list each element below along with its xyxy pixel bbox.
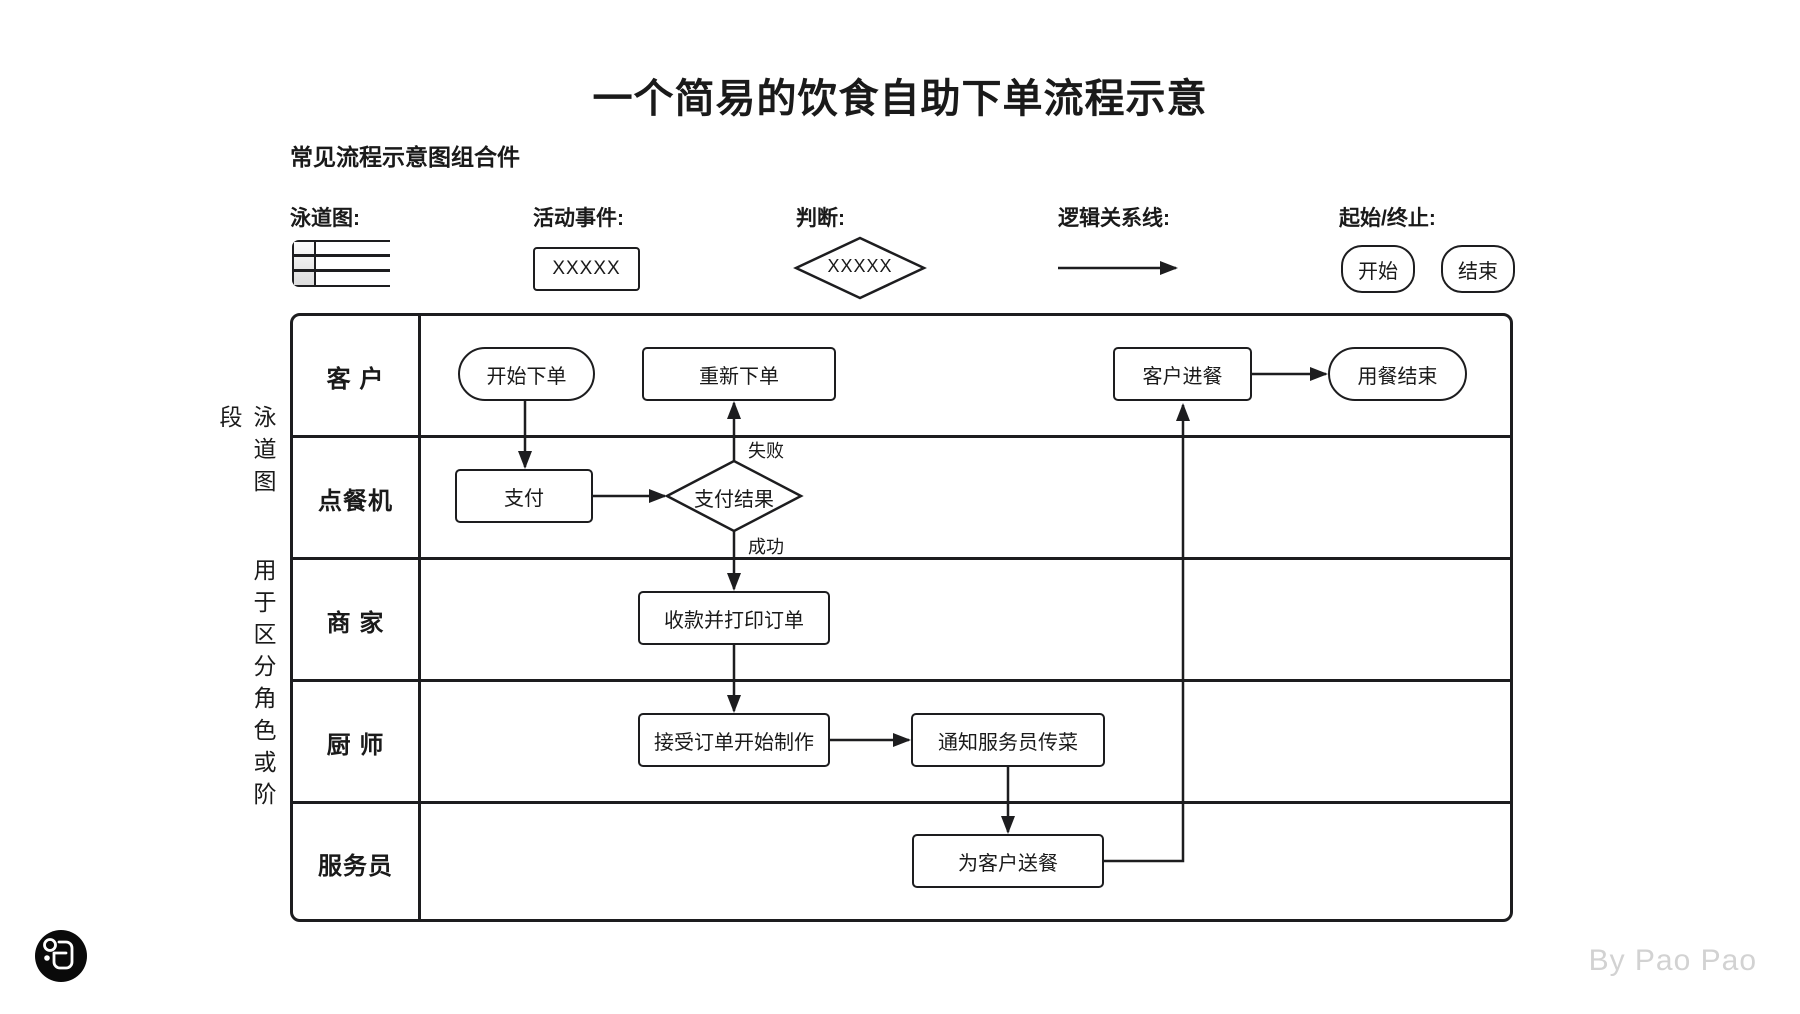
node-customer-dine: 客户进餐 [1113, 347, 1252, 401]
logo-dot-icon [44, 955, 50, 961]
lane-label-kiosk: 点餐机 [318, 488, 393, 515]
node-pay-result-label: 支付结果 [694, 489, 774, 511]
node-serve-customer: 为客户送餐 [912, 834, 1104, 888]
page-title: 一个简易的饮食自助下单流程示意 [592, 77, 1208, 121]
swimlane-icon-row-line [294, 269, 390, 272]
lane-divider [293, 801, 1510, 804]
swimlane-table: 客 户 点餐机 商 家 厨 师 服务员 [290, 313, 1513, 922]
decision-sample-label: XXXXX [827, 256, 893, 276]
node-start-order: 开始下单 [458, 347, 595, 401]
side-caption: 泳道图 用于区分角色或阶段 [212, 405, 280, 845]
lane-label-column-divider [418, 316, 421, 919]
edge-label-success: 成功 [748, 537, 784, 557]
lane-divider [293, 679, 1510, 682]
legend-terminal-label: 起始/终止: [1339, 207, 1436, 230]
legend-decision-label: 判断: [796, 207, 845, 230]
logo-glyph-icon [52, 940, 74, 970]
node-reorder: 重新下单 [642, 347, 836, 401]
lane-label-customer: 客 户 [326, 366, 385, 393]
side-caption-part2: 用于区分角色或阶段 [216, 405, 276, 814]
side-caption-part1: 泳道图 [250, 405, 276, 501]
legend-heading: 常见流程示意图组合件 [290, 144, 520, 170]
swimlane-icon-header-column [294, 242, 316, 285]
lane-label-waiter: 服务员 [318, 853, 393, 880]
node-accept-cook: 接受订单开始制作 [638, 713, 830, 767]
legend-connector-label: 逻辑关系线: [1058, 207, 1170, 230]
credit-text: By Pao Pao [1588, 944, 1757, 977]
swimlane-icon-row-line [294, 254, 390, 257]
edge-label-fail: 失败 [748, 441, 784, 461]
node-collect-print: 收款并打印订单 [638, 591, 830, 645]
swimlane-icon [292, 240, 390, 287]
paopao-logo [35, 930, 87, 982]
node-dine-end: 用餐结束 [1328, 347, 1467, 401]
legend-swimlane-label: 泳道图: [290, 207, 360, 230]
legend-activity-label: 活动事件: [533, 207, 624, 230]
lane-divider [293, 435, 1510, 438]
node-notify-waiter: 通知服务员传菜 [911, 713, 1105, 767]
start-pill: 开始 [1341, 245, 1415, 293]
end-pill: 结束 [1441, 245, 1515, 293]
activity-sample-box: XXXXX [533, 247, 640, 291]
lane-label-merchant: 商 家 [326, 610, 385, 637]
lane-divider [293, 557, 1510, 560]
node-pay: 支付 [455, 469, 593, 523]
logo-bubble-icon [43, 938, 57, 952]
lane-label-chef: 厨 师 [326, 732, 385, 759]
